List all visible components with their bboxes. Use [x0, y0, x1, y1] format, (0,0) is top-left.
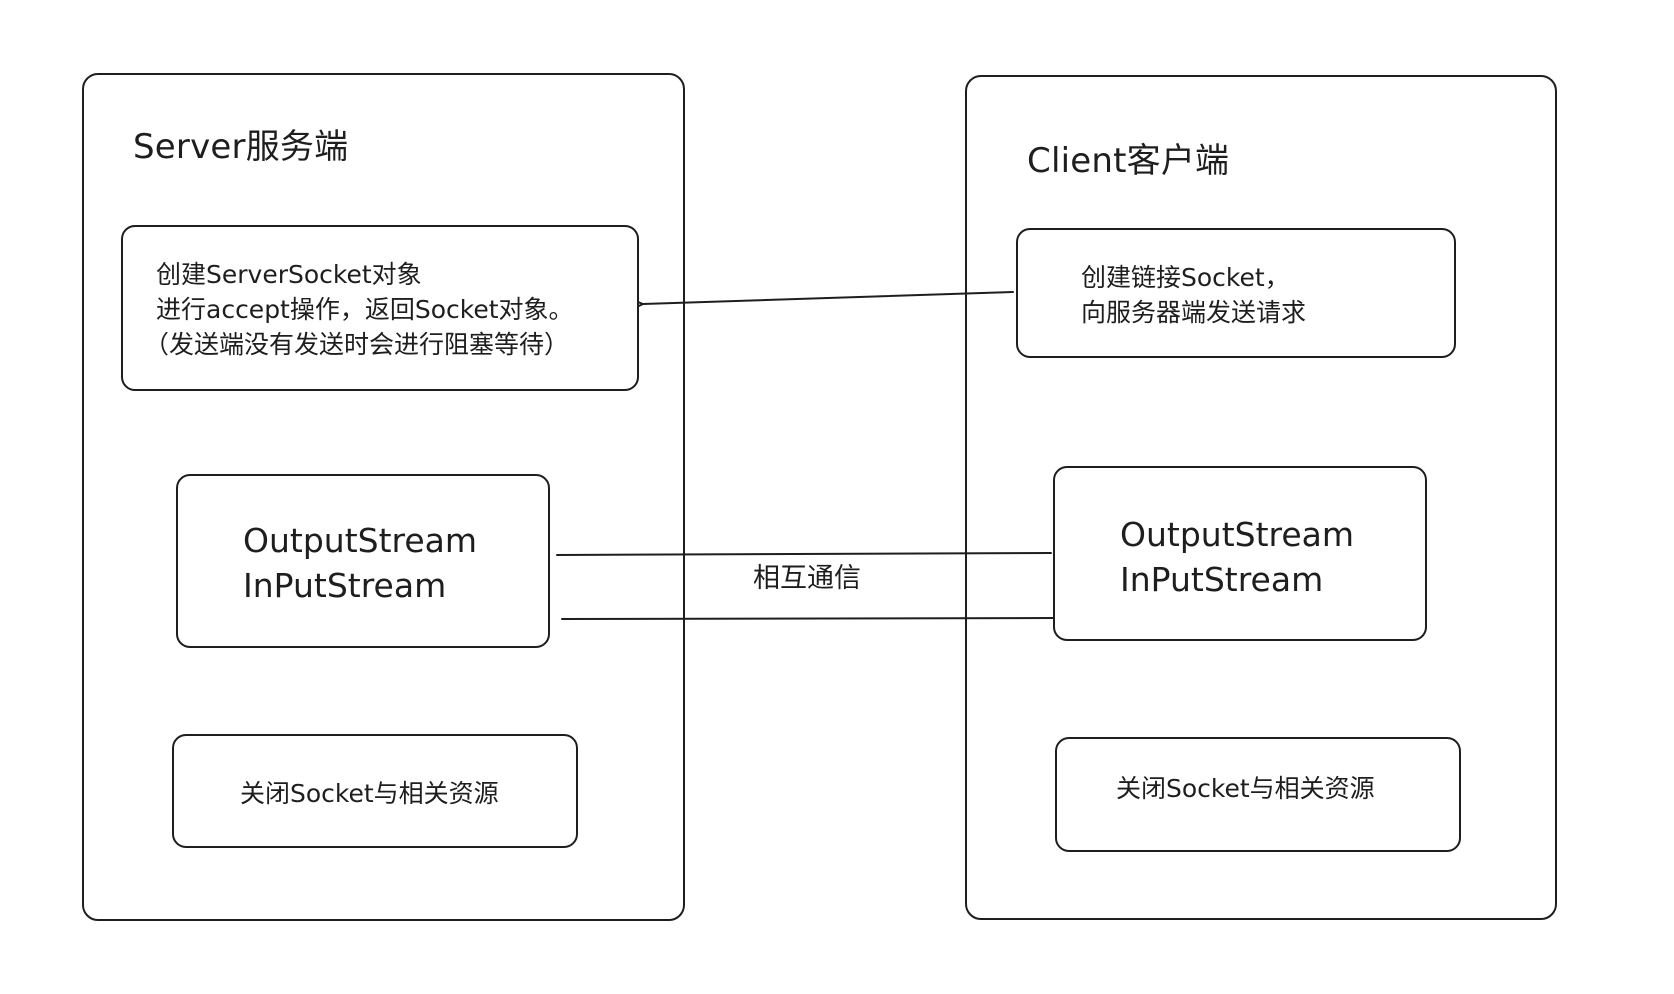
request-arrow: [627, 291, 1014, 312]
client-create-socket-text: 创建链接Socket， 向服务器端发送请求: [1081, 260, 1306, 330]
client-close-box: 关闭Socket与相关资源: [1055, 737, 1461, 852]
server-panel: Server服务端: [82, 73, 685, 921]
client-create-line-2: 向服务器端发送请求: [1081, 298, 1307, 327]
server-output-stream-label: OutputStream: [243, 521, 478, 560]
server-create-socket-box: 创建ServerSocket对象 进行accept操作，返回Socket对象。 …: [121, 225, 639, 391]
server-input-stream-label: InPutStream: [243, 566, 447, 605]
server-create-line-1: 创建ServerSocket对象: [156, 260, 422, 289]
server-stream-box: OutputStream InPutStream: [176, 474, 550, 648]
server-close-box: 关闭Socket与相关资源: [172, 734, 578, 848]
communication-label: 相互通信: [753, 563, 861, 594]
server-create-line-2: 进行accept操作，返回Socket对象。: [156, 295, 574, 324]
server-create-line-3: （发送端没有发送时会进行阻塞等待）: [144, 330, 570, 359]
client-stream-text: OutputStream InPutStream: [1120, 512, 1354, 602]
client-panel: Client客户端: [965, 75, 1557, 920]
client-title: Client客户端: [1027, 141, 1230, 181]
client-create-socket-box: 创建链接Socket， 向服务器端发送请求: [1016, 228, 1456, 358]
client-output-stream-label: OutputStream: [1120, 515, 1355, 554]
client-close-label: 关闭Socket与相关资源: [1116, 774, 1375, 803]
server-create-socket-text: 创建ServerSocket对象 进行accept操作，返回Socket对象。 …: [144, 257, 574, 362]
client-stream-box: OutputStream InPutStream: [1053, 466, 1427, 641]
client-input-stream-label: InPutStream: [1120, 560, 1324, 599]
server-stream-text: OutputStream InPutStream: [243, 518, 477, 608]
client-create-line-1: 创建链接Socket，: [1081, 263, 1290, 292]
server-close-label: 关闭Socket与相关资源: [240, 779, 499, 808]
server-title: Server服务端: [133, 127, 349, 167]
